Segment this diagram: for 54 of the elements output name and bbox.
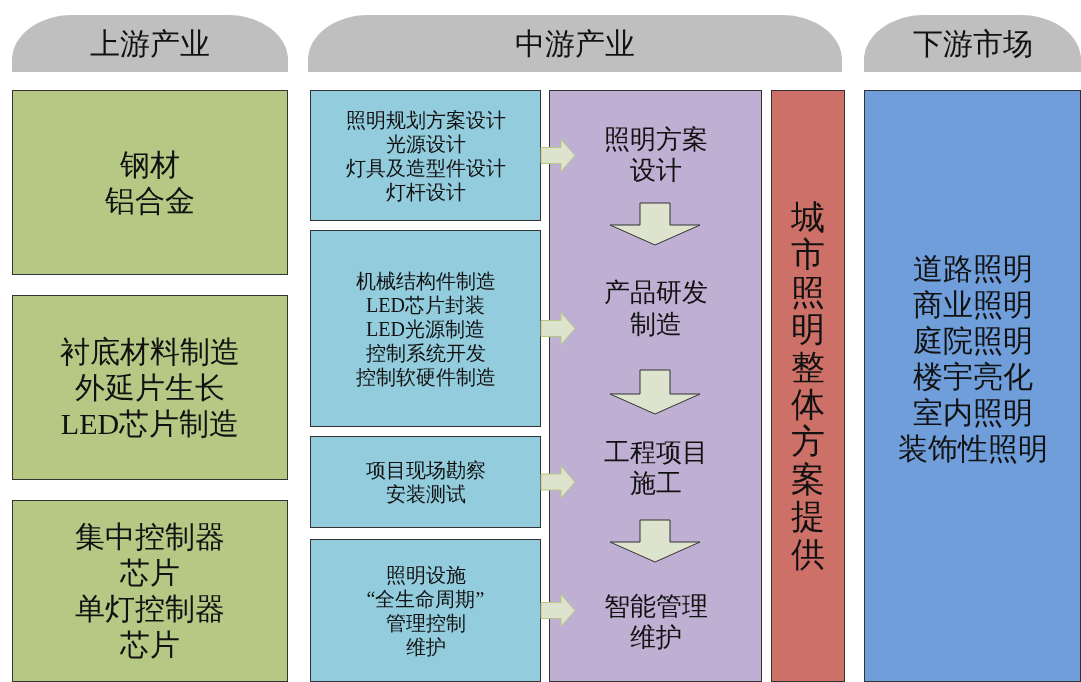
node-text: 商业照明 — [912, 287, 1033, 323]
header-text: 中游产业 — [515, 25, 635, 62]
node-text: 集中控制器芯片 — [74, 519, 226, 591]
block-arrow — [540, 139, 576, 172]
node-text: 铝合金 — [105, 182, 195, 219]
block-arrow — [540, 312, 576, 345]
stage-panel — [549, 90, 762, 682]
node-text: 灯杆设计 — [385, 179, 466, 204]
node-text: 衬底材料制造 — [60, 333, 240, 370]
node-text: LED光源制造 — [366, 316, 485, 341]
node-text: “全生命周期” — [366, 586, 485, 611]
node-text: 维护 — [405, 634, 446, 659]
node-text: 楼宇亮化 — [912, 359, 1033, 395]
block-arrow — [609, 369, 701, 415]
node-text: 钢材 — [120, 146, 180, 183]
node-text: 控制系统开发 — [365, 340, 486, 365]
category-box — [12, 90, 288, 275]
category-box — [12, 500, 288, 682]
header-text: 下游市场 — [912, 25, 1033, 62]
block-arrow — [609, 202, 701, 246]
node-text: 照明方案设计 — [603, 123, 709, 187]
node-text: 室内照明 — [912, 395, 1033, 431]
process-box — [310, 230, 541, 427]
block-arrow — [540, 594, 576, 627]
category-box — [12, 295, 288, 480]
node-text: 产品研发制造 — [603, 277, 709, 340]
node-text: 照明设施 — [385, 562, 466, 587]
node-text: 照明规划方案设计 — [345, 107, 506, 132]
node-text: LED芯片制造 — [60, 405, 240, 442]
market-box — [864, 90, 1081, 682]
node-text: LED芯片封装 — [366, 292, 485, 317]
process-box — [310, 436, 541, 528]
node-text: 机械结构件制造 — [355, 268, 496, 293]
process-box — [310, 539, 541, 682]
node-text: 灯具及造型件设计 — [345, 155, 506, 180]
node-text: 项目现场勘察 — [365, 458, 486, 482]
block-arrow — [609, 519, 701, 563]
node-text: 装饰性照明 — [897, 431, 1048, 467]
node-text: 道路照明 — [912, 251, 1033, 287]
node-text: 单灯控制器芯片 — [74, 591, 226, 663]
node-text: 光源设计 — [385, 131, 466, 156]
node-text: 工程项目施工 — [603, 436, 709, 500]
node-text: 庭院照明 — [912, 323, 1033, 359]
node-text: 城市照明整体方案提供 — [791, 199, 825, 573]
node-text: 智能管理维护 — [603, 590, 709, 654]
section-header — [864, 15, 1081, 72]
node-text: 外延片生长 — [75, 369, 225, 406]
process-box — [310, 90, 541, 221]
header-text: 上游产业 — [90, 25, 210, 62]
node-text: 安装测试 — [385, 482, 466, 506]
node-text: 控制软硬件制造 — [355, 364, 496, 389]
vertical-banner — [771, 90, 845, 682]
node-text: 管理控制 — [385, 610, 466, 635]
block-arrow — [540, 465, 576, 499]
